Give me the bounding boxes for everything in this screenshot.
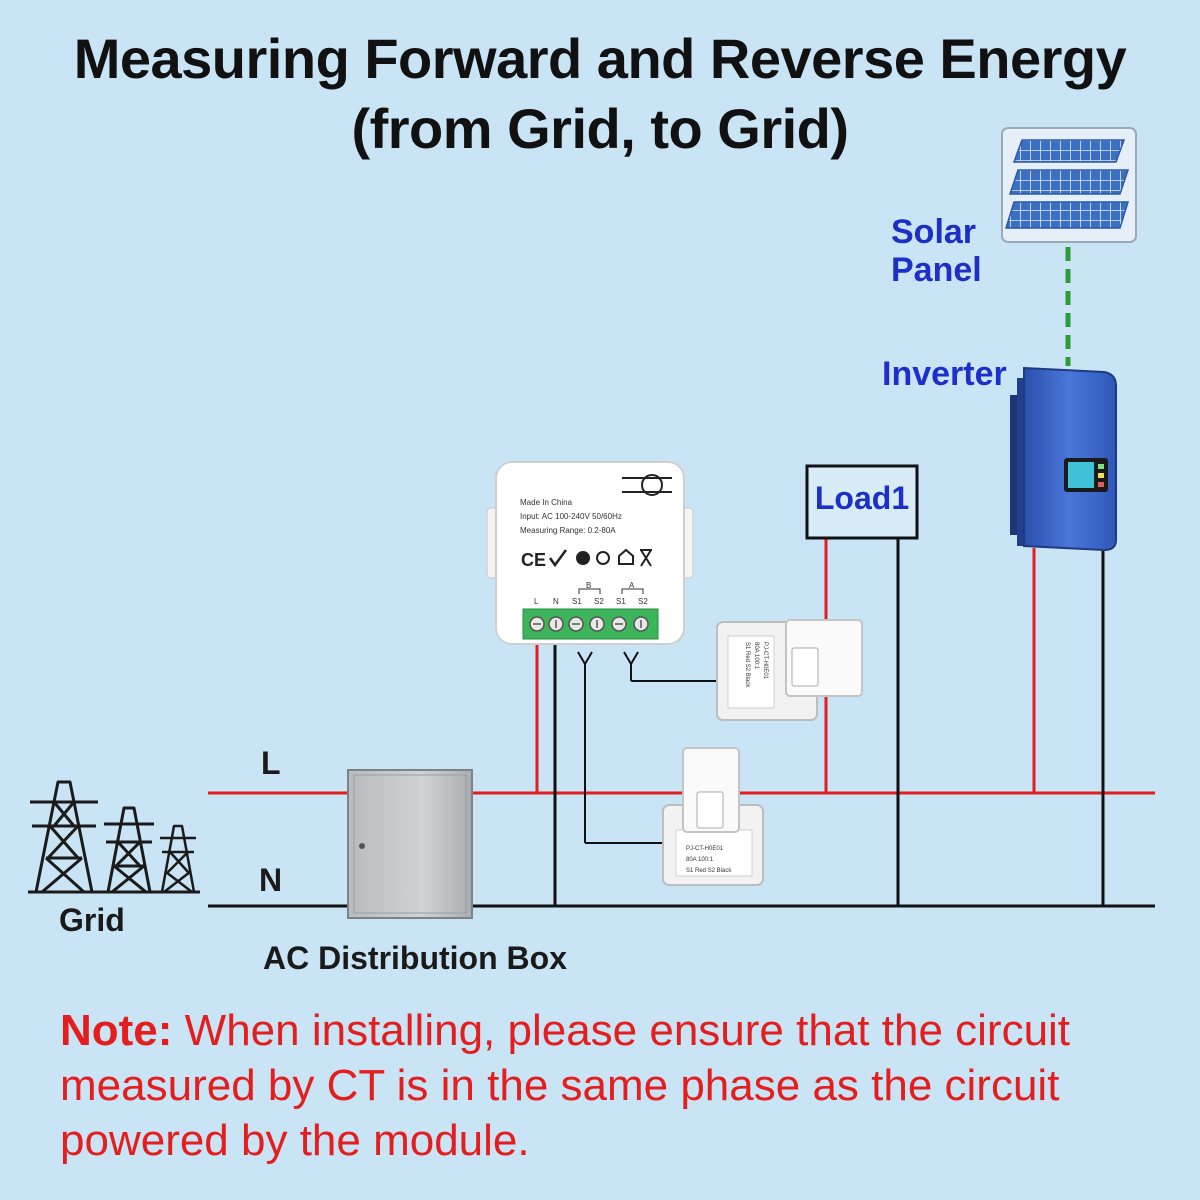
inverter-icon <box>1010 366 1117 552</box>
terminal-label-a-s1: S1 <box>616 597 626 606</box>
module-cert-mark: CE <box>521 550 546 570</box>
note-text: When installing, please ensure that the … <box>60 1006 1071 1165</box>
title-line-1: Measuring Forward and Reverse Energy <box>73 27 1127 90</box>
solar-panel-label-line-1: Solar <box>891 213 977 251</box>
ct-b-rating: 80A 100:1 <box>686 857 714 863</box>
solar-panel-label-line-2: Panel <box>891 251 982 289</box>
weee-bin-icon <box>640 549 652 567</box>
title-line-2: (from Grid, to Grid) <box>351 97 849 160</box>
terminal-label-b-s1: S1 <box>572 597 582 606</box>
solar-panel-label: Solar Panel <box>891 213 982 289</box>
module-group-b: B <box>586 581 591 590</box>
ct-a-model: PJ-CT-H0E01 <box>762 642 768 680</box>
grid-label: Grid <box>59 902 125 938</box>
ct-a-wires: S1 Red S2 Black <box>744 642 750 688</box>
energy-meter-module-icon: Made In China Input: AC 100-240V 50/60Hz… <box>486 461 694 645</box>
rohs-icon <box>548 549 568 568</box>
ct-b-model: PJ-CT-H0E01 <box>686 846 724 852</box>
load-label: Load1 <box>814 480 910 516</box>
ct-clamp-icon: PJ-CT-H0E01 80A 100:1 S1 Red S2 Black <box>662 747 764 886</box>
note-prefix: Note: <box>60 1006 173 1055</box>
neutral-line-label: N <box>259 862 283 898</box>
recycle-mark-icon <box>576 551 590 565</box>
installation-note: Note: When installing, please ensure tha… <box>60 1003 1160 1168</box>
indoor-use-icon <box>618 548 634 565</box>
load-box <box>805 464 919 540</box>
ct-a-leads <box>623 651 718 682</box>
module-made-in: Made In China <box>520 498 573 507</box>
module-range-spec: Measuring Range: 0.2-80A <box>520 526 616 535</box>
recycle-icon <box>596 551 610 565</box>
terminal-label-b-s2: S2 <box>594 597 604 606</box>
terminal-label-n: N <box>553 597 559 606</box>
ct-b-wires: S1 Red S2 Black <box>686 868 732 874</box>
ct-a-rating: 80A 100:1 <box>753 642 759 670</box>
live-line-label: L <box>261 745 281 781</box>
ct-b-leads <box>577 651 664 844</box>
solar-panel-icon <box>1001 127 1137 243</box>
terminal-label-l: L <box>534 597 539 606</box>
inverter-label: Inverter <box>882 355 1007 393</box>
ct-clamp-icon: PJ-CT-H0E01 80A 100:1 S1 Red S2 Black <box>716 619 863 721</box>
module-group-a: A <box>629 581 635 590</box>
transmission-tower-icon <box>28 780 200 894</box>
terminal-label-a-s2: S2 <box>638 597 648 606</box>
module-input-spec: Input: AC 100-240V 50/60Hz <box>520 512 622 521</box>
ac-distribution-box-label: AC Distribution Box <box>263 940 567 976</box>
distribution-box-icon <box>347 769 473 919</box>
